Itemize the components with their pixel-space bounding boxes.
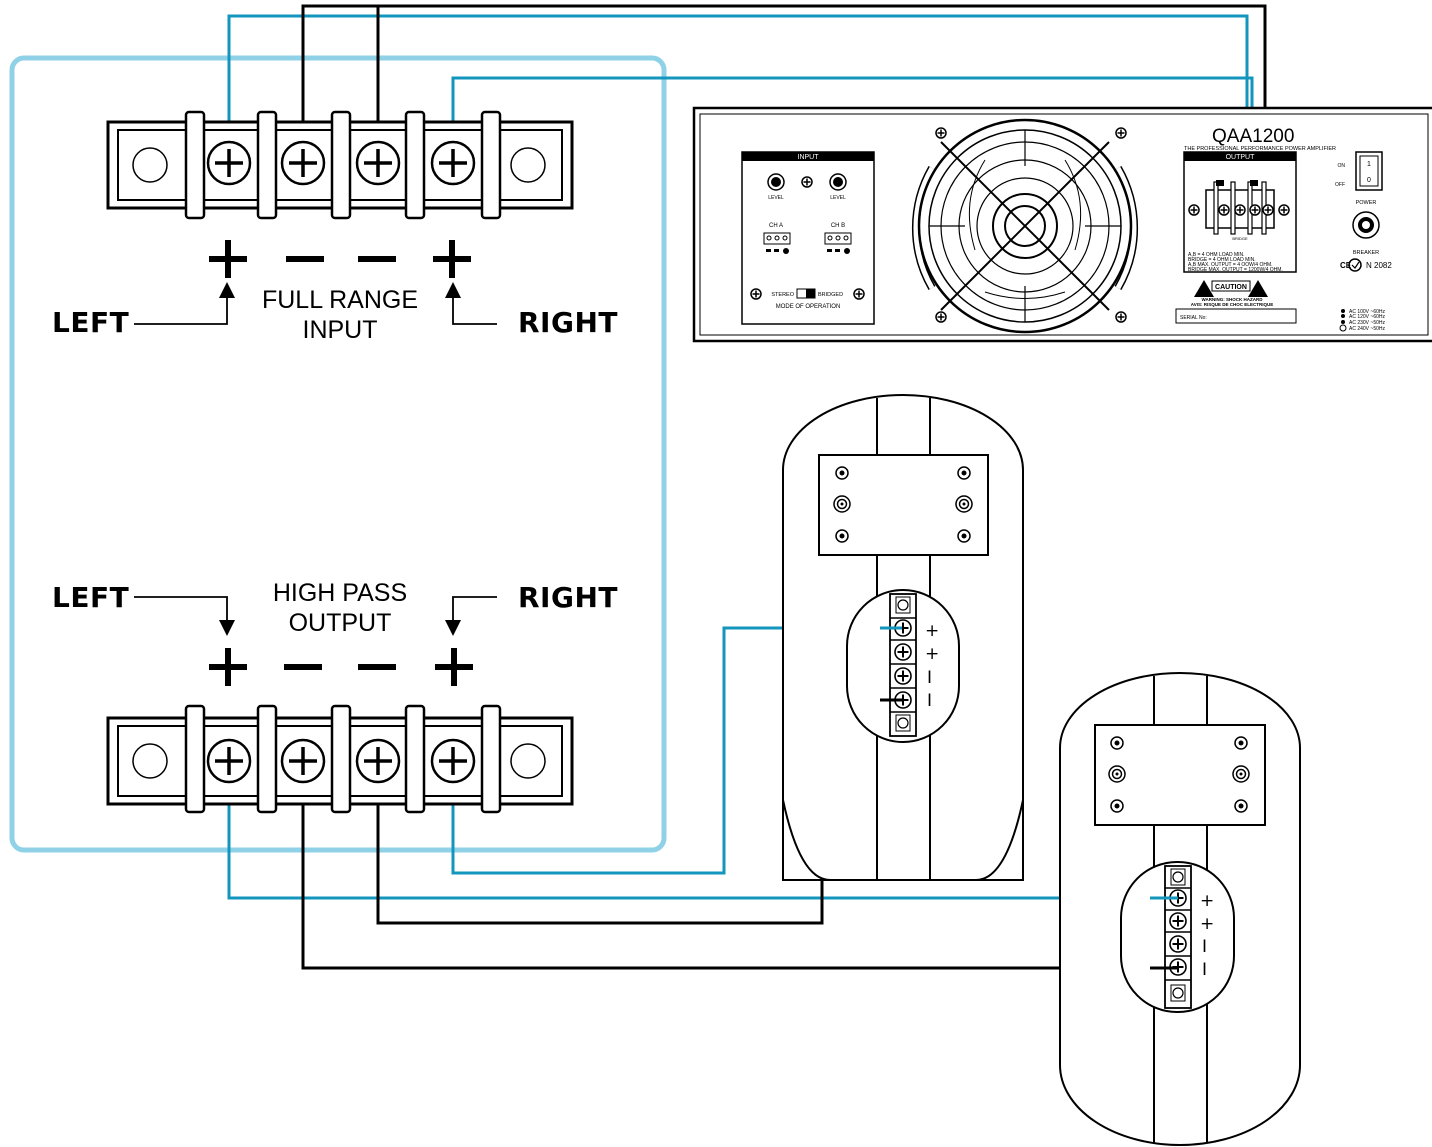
mode-label: MODE OF OPERATION — [776, 304, 841, 310]
input-right-positive-screw — [430, 140, 476, 186]
spk1-sign-4: I — [927, 691, 932, 711]
speaker-2-terminal-block — [1164, 865, 1192, 1009]
output-polarity-signs — [209, 648, 473, 686]
warning-triangle-right — [1248, 280, 1268, 297]
output-left-negative-screw — [280, 738, 326, 784]
input-arrows — [134, 296, 497, 325]
output-left-positive-screw — [206, 738, 252, 784]
bridge-label: BRIDGE — [1232, 236, 1248, 241]
level-knob-b — [829, 173, 847, 191]
ch-b-label: CH B — [831, 223, 845, 229]
amp-output-terminals — [1205, 180, 1275, 235]
caution-label: CAUTION — [1215, 284, 1247, 291]
level-knob-a — [767, 173, 785, 191]
output-arrows — [134, 596, 497, 622]
power-switch — [1355, 151, 1383, 191]
speaker-2 — [1059, 672, 1301, 1146]
warning-2: AVIS: RISQUE DE CHOC ELECTRIQUE — [1191, 302, 1273, 307]
input-right-label: RIGHT — [518, 306, 618, 339]
ch-b-connector — [824, 232, 852, 254]
switch-0-label: 0 — [1367, 177, 1371, 184]
ac-option-1: AC 100V ~60Hz — [1349, 309, 1385, 315]
amp-model: QAA1200 — [1212, 126, 1294, 147]
amplifier-rear-panel — [692, 106, 1432, 343]
speaker-1 — [782, 394, 1024, 881]
spk2-sign-1: + — [1200, 891, 1214, 911]
input-left-label: LEFT — [52, 306, 130, 339]
power-label: POWER — [1356, 200, 1377, 206]
amp-subtitle: THE PROFESSIONAL PERFORMANCE POWER AMPLI… — [1184, 146, 1336, 152]
cert-number: N 2082 — [1366, 261, 1392, 270]
spk2-sign-3: I — [1202, 937, 1207, 957]
spk1-sign-3: I — [927, 668, 932, 688]
voltage-selector — [1339, 309, 1347, 332]
arrow-down-right — [445, 620, 461, 636]
ce-mark: CE — [1340, 261, 1352, 270]
level-b-label: LEVEL — [830, 195, 846, 201]
speaker-1-terminal-block — [889, 593, 917, 737]
spk1-sign-1: + — [925, 621, 939, 641]
spk2-sign-2: + — [1200, 914, 1214, 934]
input-terminal-strip — [106, 110, 574, 220]
mount-hole-left — [132, 147, 168, 183]
arrow-down-left — [219, 620, 235, 636]
output-right-negative-screw — [355, 738, 401, 784]
switch-off-label: OFF — [1335, 182, 1345, 188]
input-title-line2: INPUT — [302, 316, 378, 344]
ch-a-connector — [763, 232, 791, 254]
arrow-up-left — [219, 282, 235, 298]
warning-1: WARNING: SHOCK HAZARD — [1202, 297, 1264, 302]
output-left-label: LEFT — [52, 581, 130, 614]
ch-a-label: CH A — [769, 223, 783, 229]
input-left-negative-screw — [280, 140, 326, 186]
amp-spec-2: BRIDGE = 4 OHM LOAD MIN. — [1188, 257, 1256, 263]
amp-input-header: INPUT — [798, 154, 820, 161]
input-title-line1: FULL RANGE — [261, 286, 419, 314]
wire-output-left-positive — [227, 760, 1176, 900]
ac-option-4: AC 240V ~50Hz — [1349, 326, 1385, 332]
breaker-label: BREAKER — [1353, 250, 1379, 256]
output-right-positive-screw — [430, 738, 476, 784]
bridged-label: BRIDGED — [818, 292, 843, 298]
input-right-negative-screw — [355, 140, 401, 186]
breaker — [1352, 211, 1380, 239]
crossover-panel — [9, 55, 667, 853]
spk2-sign-4: I — [1202, 960, 1207, 980]
cooling-fan — [911, 118, 1139, 334]
cert-mark — [1348, 258, 1362, 272]
level-a-label: LEVEL — [768, 195, 784, 201]
ac-option-3: AC 230V ~50Hz — [1349, 320, 1385, 326]
serial-label: SERIAL No: — [1180, 315, 1207, 321]
amp-spec-4: BRIDGE MAX. OUTPUT = 1200W/4 OHM. — [1188, 267, 1283, 273]
output-title: HIGH PASS OUTPUT — [240, 578, 440, 638]
amp-spec-3: A,B MAX. OUTPUT = 4 OOW/4 OHM. — [1188, 262, 1273, 268]
output-title-line1: HIGH PASS — [272, 579, 408, 607]
amp-spec-1: A,B = 4 OHM LOAD MIN. — [1188, 252, 1245, 258]
output-right-label: RIGHT — [518, 581, 618, 614]
amp-output-header: OUTPUT — [1226, 154, 1256, 161]
mode-switch — [796, 288, 816, 299]
ac-option-2: AC 120V ~60Hz — [1349, 314, 1385, 320]
spk1-sign-2: + — [925, 644, 939, 664]
wire-output-left-negative — [301, 760, 1176, 970]
stereo-label: STEREO — [771, 292, 794, 298]
input-left-positive-screw — [206, 140, 252, 186]
switch-on-label: ON — [1338, 163, 1346, 169]
input-polarity-signs — [209, 240, 471, 278]
switch-1-label: 1 — [1367, 161, 1371, 168]
input-title: FULL RANGE INPUT — [240, 285, 440, 345]
warning-triangle-left — [1194, 280, 1214, 297]
mount-hole-right — [510, 147, 546, 183]
output-title-line2: OUTPUT — [288, 609, 392, 637]
arrow-up-right — [445, 282, 461, 298]
output-terminal-strip — [106, 704, 574, 814]
